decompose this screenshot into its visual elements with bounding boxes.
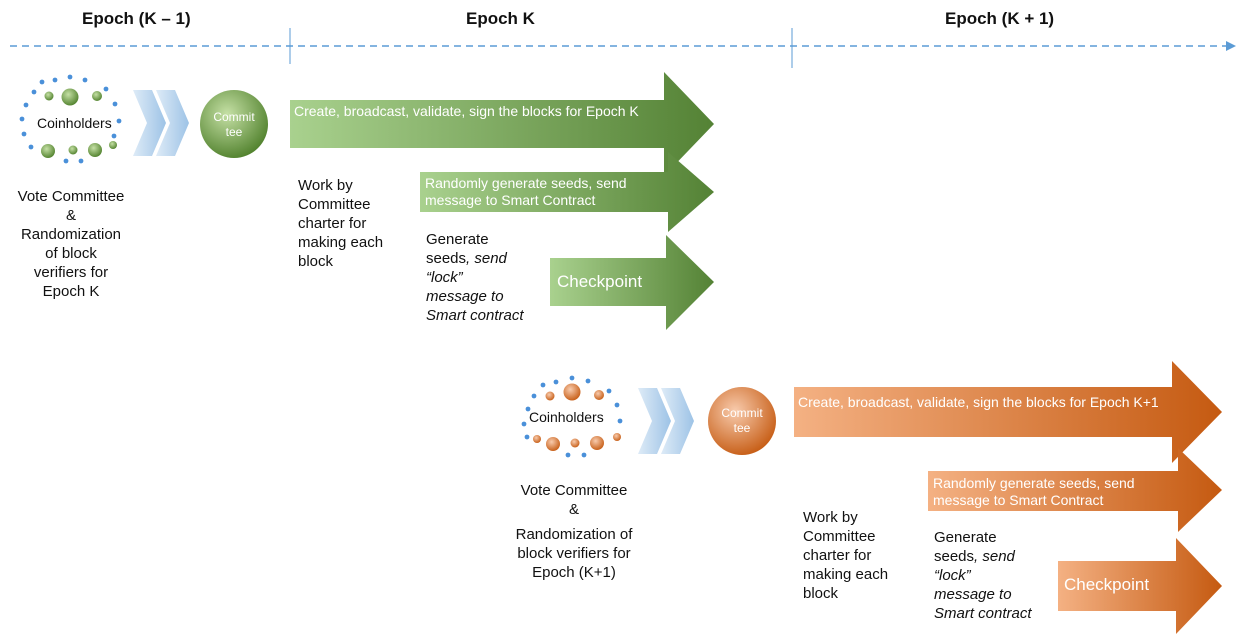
- create-arrow-text-k1: Create, broadcast, validate, sign the bl…: [798, 394, 1159, 410]
- checkpoint-label-k: Checkpoint: [557, 272, 643, 291]
- work-text-line: making each: [298, 234, 384, 251]
- arrow-create-k1: [794, 361, 1222, 463]
- create-arrow-text-k: Create, broadcast, validate, sign the bl…: [294, 103, 639, 119]
- arrow-checkpoint-k1: [1058, 538, 1222, 634]
- vote-text-line: Epoch K: [42, 283, 100, 300]
- chevrons-k1: [638, 388, 694, 454]
- arrow-random-k1: [928, 448, 1222, 532]
- coinholders-cluster-k: [19, 74, 122, 164]
- vote-text-line: of block: [45, 245, 97, 262]
- generate-text-seeds: seeds: [934, 548, 975, 565]
- coinholders-label-k1: Coinholders: [529, 409, 604, 425]
- work-text-line: Work by: [298, 177, 353, 194]
- generate-text-line: Generate: [426, 231, 489, 248]
- generate-text-line: “lock”: [934, 567, 971, 584]
- committee-circle-k1: [708, 387, 776, 455]
- work-text-line: charter for: [803, 547, 872, 564]
- vote-text-line: block verifiers for: [517, 545, 631, 562]
- checkpoint-label-k1: Checkpoint: [1064, 575, 1150, 594]
- generate-text-line: seeds, send: [934, 547, 1032, 566]
- generate-text-seeds: seeds: [426, 250, 467, 267]
- work-text-line: Committee: [803, 528, 876, 545]
- random-arrow-text-k: Randomly generate seeds, send message to…: [425, 175, 627, 208]
- generate-text-line: “lock”: [426, 269, 463, 286]
- coinholders-label-k: Coinholders: [37, 115, 112, 131]
- work-text-k1: Work by Committee charter for making eac…: [803, 508, 888, 603]
- generate-text-line: Smart contract: [934, 605, 1032, 622]
- timeline: [10, 28, 1236, 68]
- generate-text-line: Smart contract: [426, 307, 524, 324]
- generate-text-k: Generate seeds, send “lock” message to S…: [426, 230, 524, 325]
- vote-text-line: &: [568, 501, 579, 518]
- vote-committee-text-k: Vote Committee & Randomization of block …: [0, 187, 142, 301]
- vote-text-line: &: [65, 207, 76, 224]
- committee-label-k: Commit tee: [200, 110, 268, 140]
- epoch-label-current: Epoch K: [466, 9, 535, 28]
- committee-label-line1: Commit: [213, 110, 255, 124]
- committee-label-line2: tee: [225, 125, 243, 139]
- work-text-k: Work by Committee charter for making eac…: [298, 176, 383, 271]
- generate-text-send: , send: [466, 250, 507, 267]
- work-text-line: block: [803, 585, 839, 602]
- committee-label-k1: Commit tee: [708, 406, 776, 436]
- committee-label-line1: Commit: [721, 406, 763, 420]
- generate-text-k1: Generate seeds, send “lock” message to S…: [934, 528, 1032, 623]
- generate-text-line: Generate: [934, 529, 997, 546]
- vote-text-line: Vote Committee: [17, 188, 125, 205]
- arrow-create-k: [290, 72, 714, 176]
- work-text-line: block: [298, 253, 334, 270]
- generate-text-line: seeds, send: [426, 249, 524, 268]
- generate-text-line: message to: [426, 288, 504, 305]
- work-text-line: Committee: [298, 196, 371, 213]
- vote-text-line: Randomization: [20, 226, 122, 243]
- arrow-random-k: [420, 152, 714, 232]
- work-text-line: charter for: [298, 215, 367, 232]
- arrow-checkpoint-k: [550, 235, 714, 330]
- vote-text-line: verifiers for: [33, 264, 109, 281]
- vote-text-line: Randomization of: [515, 526, 633, 543]
- vote-committee-text-k1: Vote Committee & Randomization of block …: [494, 481, 654, 582]
- committee-label-line2: tee: [733, 421, 751, 435]
- coinholders-cluster-k1: [521, 375, 623, 458]
- chevrons-k: [133, 90, 189, 156]
- epoch-label-next: Epoch (K + 1): [945, 9, 1055, 28]
- committee-circle-k: [200, 90, 268, 158]
- generate-text-send: , send: [974, 548, 1015, 565]
- generate-text-line: message to: [934, 586, 1012, 603]
- work-text-line: Work by: [803, 509, 858, 526]
- work-text-line: making each: [803, 566, 889, 583]
- vote-text-line: Vote Committee: [520, 482, 628, 499]
- epoch-label-prev: Epoch (K – 1): [82, 9, 191, 28]
- vote-text-line: Epoch (K+1): [532, 564, 616, 581]
- random-arrow-text-k1: Randomly generate seeds, send message to…: [933, 475, 1135, 508]
